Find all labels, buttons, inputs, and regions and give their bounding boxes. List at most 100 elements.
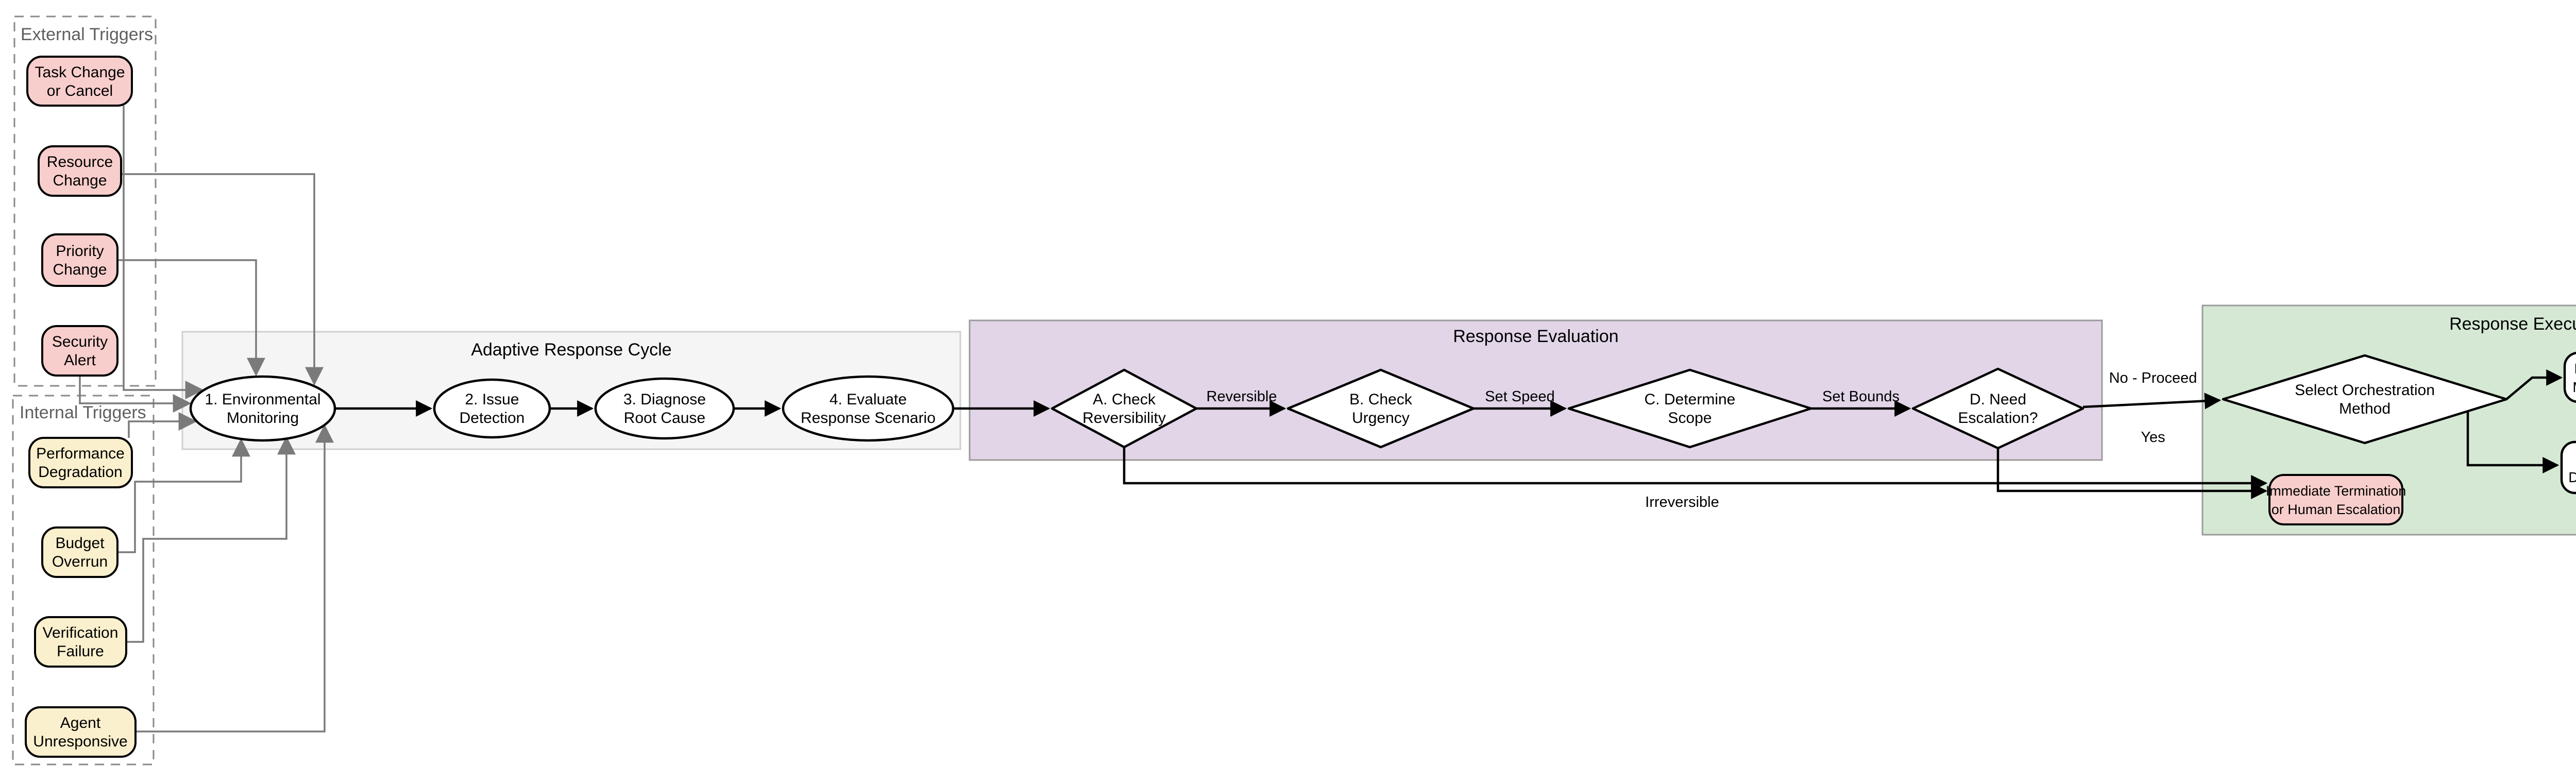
edge-select-to-centralized — [2466, 411, 2560, 473]
node-decentralized-market-auction-shape — [2563, 352, 2576, 403]
trigger-task-change: Task Change or Cancel — [26, 56, 133, 107]
trigger-budget-overrun-label-2: Overrun — [52, 553, 108, 570]
response-evaluation-title: Response Evaluation — [1453, 327, 1618, 346]
external-triggers-title: External Triggers — [21, 25, 153, 44]
node-environmental-monitoring-shape — [189, 375, 336, 442]
node-immediate-termination-shape — [2268, 474, 2403, 525]
decision-check-urgency-label-1: B. Check — [1349, 391, 1413, 408]
edge-priority-change-to-monitoring — [117, 259, 265, 377]
node-issue-detection-label-2: Detection — [460, 410, 525, 427]
edge-label-yes: Yes — [2141, 429, 2165, 446]
node-environmental-monitoring: 1. Environmental Monitoring — [189, 375, 336, 442]
node-environmental-monitoring-label-2: Monitoring — [227, 410, 299, 427]
node-issue-detection-label-1: 2. Issue — [465, 391, 519, 408]
decision-check-reversibility: A. Check Reversibility — [1050, 368, 1198, 449]
node-diagnose-root-cause-shape — [594, 377, 735, 440]
edge-security-alert-to-monitoring — [79, 376, 192, 413]
trigger-resource-change-shape — [38, 145, 122, 197]
trigger-task-change-shape — [26, 56, 133, 107]
flow-edges — [335, 369, 2563, 499]
decision-determine-scope: C. Determine Scope — [1567, 368, 1812, 449]
node-decentralized-market-auction: Decentralized: Market Auction — [2563, 352, 2576, 403]
decision-check-urgency-shape — [1286, 368, 1475, 449]
trigger-priority-change-shape — [41, 233, 118, 287]
edge-budget-overrun-to-monitoring — [118, 438, 250, 553]
edge-d-to-select — [2082, 393, 2222, 410]
decision-need-escalation: D. Need Escalation? — [1911, 367, 2084, 450]
trigger-resource-change-label-1: Resource — [47, 154, 113, 171]
decision-determine-scope-shape — [1567, 368, 1812, 449]
edge-label-irreversible: Irreversible — [1645, 494, 1719, 510]
decision-determine-scope-label-1: C. Determine — [1645, 391, 1736, 408]
node-immediate-termination-label-1: Immediate Termination — [2266, 483, 2406, 499]
trigger-verification-failure-label-2: Failure — [57, 643, 104, 660]
decision-check-reversibility-label-2: Reversibility — [1082, 410, 1166, 427]
trigger-performance-degradation-label-2: Degradation — [38, 464, 122, 481]
decision-select-orchestration-method-label-2: Method — [2339, 400, 2391, 417]
trigger-agent-unresponsive-label-1: Agent — [60, 714, 101, 731]
trigger-verification-failure-shape — [34, 616, 127, 668]
node-centralized-dedicated-agent-shape — [2560, 440, 2576, 495]
node-evaluate-response-scenario: 4. Evaluate Response Scenario — [782, 375, 955, 442]
trigger-priority-change: Priority Change — [41, 233, 118, 287]
trigger-verification-failure: Verification Failure — [34, 616, 127, 668]
node-immediate-termination: Immediate Termination or Human Escalatio… — [2266, 474, 2406, 525]
trigger-security-alert-label-2: Alert — [64, 352, 96, 369]
node-diagnose-root-cause: 3. Diagnose Root Cause — [594, 377, 735, 440]
trigger-edges — [79, 106, 334, 733]
edge-verification-failure-to-monitoring — [127, 436, 296, 643]
adaptive-response-cycle-title: Adaptive Response Cycle — [471, 340, 671, 360]
trigger-verification-failure-label-1: Verification — [43, 624, 118, 641]
trigger-budget-overrun: Budget Overrun — [41, 526, 118, 578]
trigger-performance-degradation-shape — [28, 437, 133, 488]
trigger-performance-degradation-label-1: Performance — [36, 445, 125, 462]
edge-agent-unresponsive-to-monitoring — [135, 424, 334, 733]
trigger-resource-change-label-2: Change — [53, 172, 107, 189]
edge-task-change-to-monitoring — [123, 106, 204, 399]
decision-need-escalation-label-2: Escalation? — [1958, 410, 2038, 427]
decision-check-reversibility-label-1: A. Check — [1093, 391, 1156, 408]
edge-label-reversible: Reversible — [1207, 388, 1277, 405]
edge-select-to-decentralized — [2505, 369, 2563, 400]
internal-triggers-container — [12, 395, 155, 765]
trigger-security-alert: Security Alert — [41, 325, 118, 377]
internal-triggers-title: Internal Triggers — [20, 403, 146, 422]
trigger-budget-overrun-shape — [41, 526, 118, 578]
trigger-agent-unresponsive-shape — [25, 706, 137, 758]
decision-select-orchestration-method: Select Orchestration Method — [2222, 354, 2508, 445]
trigger-performance-degradation: Performance Degradation — [28, 437, 133, 488]
edge-label-no-proceed: No - Proceed — [2109, 370, 2197, 386]
edge-label-set-speed: Set Speed — [1485, 388, 1554, 405]
node-centralized-dedicated-agent: Centralized: Dedicated Agent — [2560, 440, 2576, 495]
decision-select-orchestration-method-label-1: Select Orchestration — [2295, 382, 2435, 399]
trigger-priority-change-label-2: Change — [53, 261, 107, 278]
node-environmental-monitoring-label-1: 1. Environmental — [205, 391, 320, 408]
trigger-task-change-label-2: or Cancel — [47, 82, 113, 99]
response-execution-title: Response Execution — [2449, 314, 2576, 334]
edge-resource-change-to-monitoring — [122, 173, 324, 386]
decision-check-urgency: B. Check Urgency — [1286, 368, 1475, 449]
trigger-agent-unresponsive-label-2: Unresponsive — [33, 733, 127, 750]
node-issue-detection-shape — [433, 378, 551, 439]
edge-a-irreversible-to-terminate — [1123, 447, 2268, 491]
response-evaluation-container — [969, 319, 2103, 461]
external-triggers-container — [13, 15, 157, 387]
decision-check-reversibility-shape — [1050, 368, 1198, 449]
node-evaluate-response-scenario-label-1: 4. Evaluate — [829, 391, 907, 408]
node-decentralized-market-auction-label-1: Decentralized: — [2574, 361, 2576, 377]
node-decentralized-market-auction-label-2: Market Auction — [2572, 379, 2576, 395]
node-diagnose-root-cause-label-1: 3. Diagnose — [623, 391, 706, 408]
trigger-agent-unresponsive: Agent Unresponsive — [25, 706, 137, 758]
node-evaluate-response-scenario-shape — [782, 375, 955, 442]
trigger-security-alert-label-1: Security — [52, 333, 108, 350]
decision-need-escalation-label-1: D. Need — [1970, 391, 2026, 408]
decision-select-orchestration-method-shape — [2222, 354, 2508, 445]
trigger-priority-change-label-1: Priority — [56, 243, 104, 260]
node-issue-detection: 2. Issue Detection — [433, 378, 551, 439]
trigger-resource-change: Resource Change — [38, 145, 122, 197]
edge-label-set-bounds: Set Bounds — [1822, 388, 1900, 405]
decision-determine-scope-label-2: Scope — [1668, 410, 1711, 427]
trigger-security-alert-shape — [41, 325, 118, 377]
node-diagnose-root-cause-label-2: Root Cause — [624, 410, 705, 427]
